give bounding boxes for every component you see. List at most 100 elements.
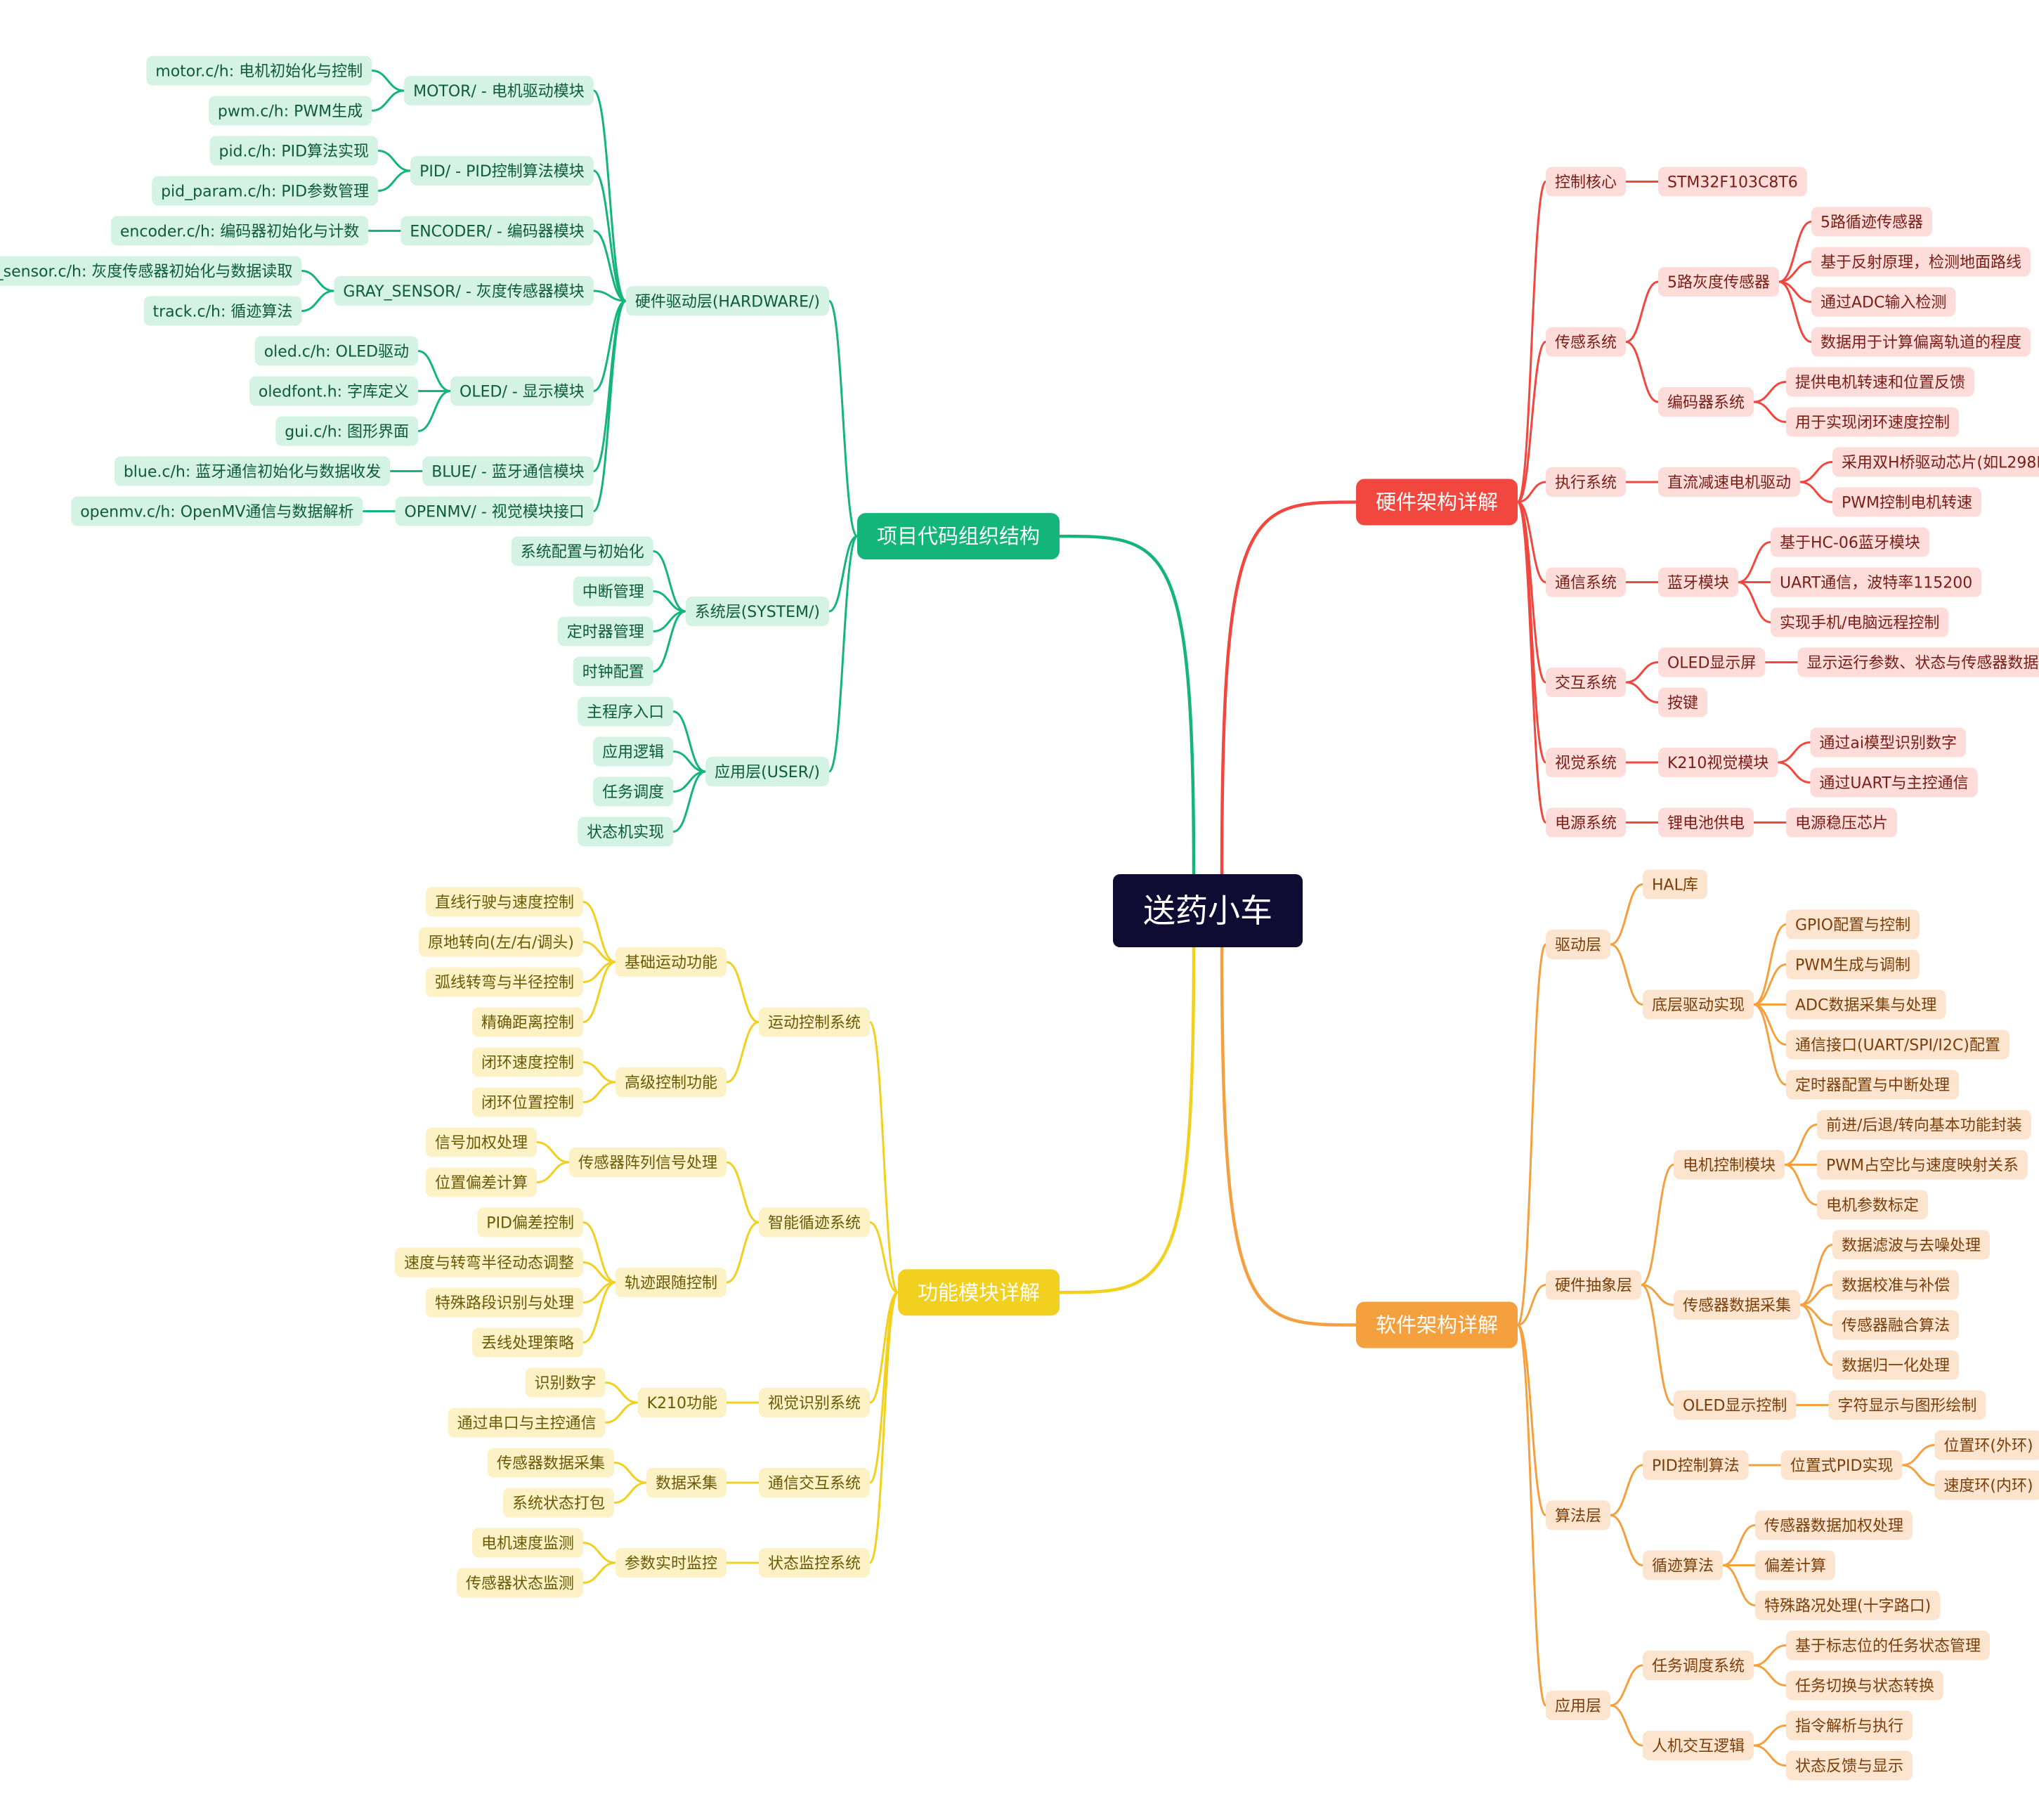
software-node[interactable]: 通信接口(UART/SPI/I2C)配置	[1786, 1029, 2009, 1060]
hardware-node[interactable]: K210视觉模块	[1658, 748, 1778, 777]
software-node[interactable]: 位置式PID实现	[1780, 1450, 1903, 1480]
hardware-node[interactable]: 实现手机/电脑远程控制	[1771, 607, 1949, 637]
code-node[interactable]: oled.c/h: OLED驱动	[254, 336, 419, 366]
code-node[interactable]: 中断管理	[573, 576, 653, 606]
code-branch-title[interactable]: 项目代码组织结构	[856, 513, 1060, 560]
hardware-node[interactable]: 通过ADC输入检测	[1811, 287, 1956, 317]
software-node[interactable]: 速度环(内环)	[1934, 1470, 2039, 1500]
code-node[interactable]: BLUE/ - 蓝牙通信模块	[422, 456, 594, 486]
software-node[interactable]: 循迹算法	[1643, 1550, 1724, 1580]
features-node[interactable]: 通信交互系统	[758, 1468, 870, 1497]
code-node[interactable]: PID/ - PID控制算法模块	[410, 156, 594, 186]
features-node[interactable]: 特殊路段识别与处理	[425, 1287, 583, 1318]
features-node[interactable]: 位置偏差计算	[425, 1167, 537, 1197]
software-node[interactable]: 定时器配置与中断处理	[1786, 1070, 1960, 1100]
software-node[interactable]: 算法层	[1546, 1500, 1611, 1530]
features-node[interactable]: 丢线处理策略	[471, 1327, 583, 1358]
code-node[interactable]: motor.c/h: 电机初始化与控制	[146, 56, 372, 86]
hardware-node[interactable]: 传感系统	[1546, 327, 1627, 357]
hardware-node[interactable]: 锂电池供电	[1658, 807, 1754, 838]
features-node[interactable]: 精确距离控制	[471, 1007, 583, 1037]
software-branch-title[interactable]: 软件架构详解	[1356, 1301, 1518, 1348]
software-node[interactable]: 电机参数标定	[1817, 1190, 1929, 1220]
hardware-node[interactable]: 5路循迹传感器	[1811, 207, 1932, 237]
code-node[interactable]: ENCODER/ - 编码器模块	[400, 216, 594, 246]
code-node[interactable]: 定时器管理	[557, 616, 653, 646]
code-node[interactable]: MOTOR/ - 电机驱动模块	[404, 76, 594, 105]
code-node[interactable]: OLED/ - 显示模块	[450, 376, 594, 406]
software-node[interactable]: 传感器数据加权处理	[1755, 1510, 1913, 1540]
features-node[interactable]: 视觉识别系统	[758, 1388, 870, 1417]
code-node[interactable]: pid.c/h: PID算法实现	[209, 136, 379, 166]
software-node[interactable]: 任务切换与状态转换	[1786, 1670, 1944, 1701]
code-node[interactable]: GRAY_SENSOR/ - 灰度传感器模块	[334, 276, 594, 306]
software-node[interactable]: 字符显示与图形绘制	[1828, 1390, 1986, 1420]
software-node[interactable]: OLED显示控制	[1674, 1390, 1797, 1420]
code-node[interactable]: encoder.c/h: 编码器初始化与计数	[110, 216, 369, 246]
features-node[interactable]: 运动控制系统	[758, 1007, 870, 1037]
features-node[interactable]: 数据采集	[646, 1468, 727, 1497]
hardware-node[interactable]: 电源稳压芯片	[1786, 807, 1898, 838]
features-node[interactable]: PID偏差控制	[477, 1207, 583, 1237]
hardware-node[interactable]: 直流减速电机驱动	[1658, 467, 1801, 497]
code-node[interactable]: track.c/h: 循迹算法	[143, 296, 302, 326]
hardware-node[interactable]: 用于实现闭环速度控制	[1786, 407, 1960, 437]
hardware-branch-title[interactable]: 硬件架构详解	[1356, 479, 1518, 526]
hardware-node[interactable]: 数据用于计算偏离轨道的程度	[1811, 327, 2031, 357]
software-node[interactable]: 指令解析与执行	[1786, 1710, 1913, 1741]
hardware-node[interactable]: 显示运行参数、状态与传感器数据	[1797, 647, 2039, 677]
code-node[interactable]: 硬件驱动层(HARDWARE/)	[625, 286, 829, 316]
code-node[interactable]: 时钟配置	[573, 656, 653, 687]
software-node[interactable]: PID控制算法	[1643, 1450, 1749, 1480]
features-node[interactable]: 信号加权处理	[425, 1127, 537, 1157]
code-node[interactable]: 状态机实现	[578, 817, 674, 847]
code-node[interactable]: pid_param.c/h: PID参数管理	[152, 176, 379, 206]
software-node[interactable]: PWM占空比与速度映射关系	[1817, 1150, 2028, 1180]
hardware-node[interactable]: 电源系统	[1546, 807, 1627, 838]
software-node[interactable]: 传感器数据采集	[1674, 1290, 1801, 1320]
software-node[interactable]: HAL库	[1643, 869, 1707, 899]
code-node[interactable]: 主程序入口	[578, 696, 674, 727]
features-node[interactable]: 基础运动功能	[615, 947, 727, 977]
hardware-node[interactable]: 编码器系统	[1658, 387, 1754, 417]
software-node[interactable]: 应用层	[1546, 1691, 1611, 1720]
features-node[interactable]: 轨迹跟随控制	[615, 1268, 727, 1297]
software-node[interactable]: 偏差计算	[1755, 1550, 1836, 1580]
features-node[interactable]: 弧线转弯与半径控制	[425, 967, 583, 997]
hardware-node[interactable]: 交互系统	[1546, 668, 1627, 697]
hardware-node[interactable]: 基于HC-06蓝牙模块	[1771, 527, 1929, 557]
software-node[interactable]: 数据校准与补偿	[1832, 1270, 1960, 1300]
software-node[interactable]: ADC数据采集与处理	[1786, 989, 1946, 1020]
features-node[interactable]: 原地转向(左/右/调头)	[419, 927, 583, 957]
code-node[interactable]: openmv.c/h: OpenMV通信与数据解析	[71, 496, 363, 526]
software-node[interactable]: 传感器融合算法	[1832, 1310, 1960, 1340]
hardware-node[interactable]: OLED显示屏	[1658, 647, 1766, 677]
hardware-node[interactable]: 执行系统	[1546, 467, 1627, 497]
code-node[interactable]: gray_sensor.c/h: 灰度传感器初始化与数据读取	[0, 256, 302, 286]
hardware-node[interactable]: 提供电机转速和位置反馈	[1786, 367, 1975, 397]
code-node[interactable]: 系统层(SYSTEM/)	[685, 597, 829, 626]
features-node[interactable]: 传感器状态监测	[456, 1568, 583, 1598]
code-node[interactable]: 任务调度	[593, 776, 674, 807]
code-node[interactable]: 系统配置与初始化	[511, 536, 653, 566]
hardware-node[interactable]: STM32F103C8T6	[1658, 167, 1807, 197]
code-node[interactable]: OPENMV/ - 视觉模块接口	[395, 496, 594, 526]
hardware-node[interactable]: 基于反射原理，检测地面路线	[1811, 247, 2031, 277]
features-node[interactable]: 闭环速度控制	[471, 1047, 583, 1077]
hardware-node[interactable]: 蓝牙模块	[1658, 567, 1739, 597]
hardware-node[interactable]: PWM控制电机转速	[1832, 487, 1982, 517]
code-node[interactable]: oledfont.h: 字库定义	[249, 376, 419, 406]
features-branch-title[interactable]: 功能模块详解	[897, 1269, 1060, 1316]
features-node[interactable]: 系统状态打包	[502, 1488, 614, 1518]
hardware-node[interactable]: 通过ai模型识别数字	[1810, 727, 1967, 758]
software-node[interactable]: 数据滤波与去噪处理	[1832, 1230, 1991, 1260]
code-node[interactable]: 应用逻辑	[593, 736, 674, 767]
hardware-node[interactable]: 控制核心	[1546, 167, 1627, 197]
software-node[interactable]: 状态反馈与显示	[1786, 1750, 1913, 1781]
hardware-node[interactable]: 按键	[1658, 687, 1708, 717]
root-node[interactable]: 送药小车	[1113, 874, 1303, 947]
features-node[interactable]: K210功能	[637, 1388, 727, 1417]
software-node[interactable]: 位置环(外环)	[1934, 1430, 2039, 1460]
features-node[interactable]: 速度与转弯半径动态调整	[394, 1247, 583, 1278]
hardware-node[interactable]: UART通信，波特率115200	[1771, 567, 1982, 597]
